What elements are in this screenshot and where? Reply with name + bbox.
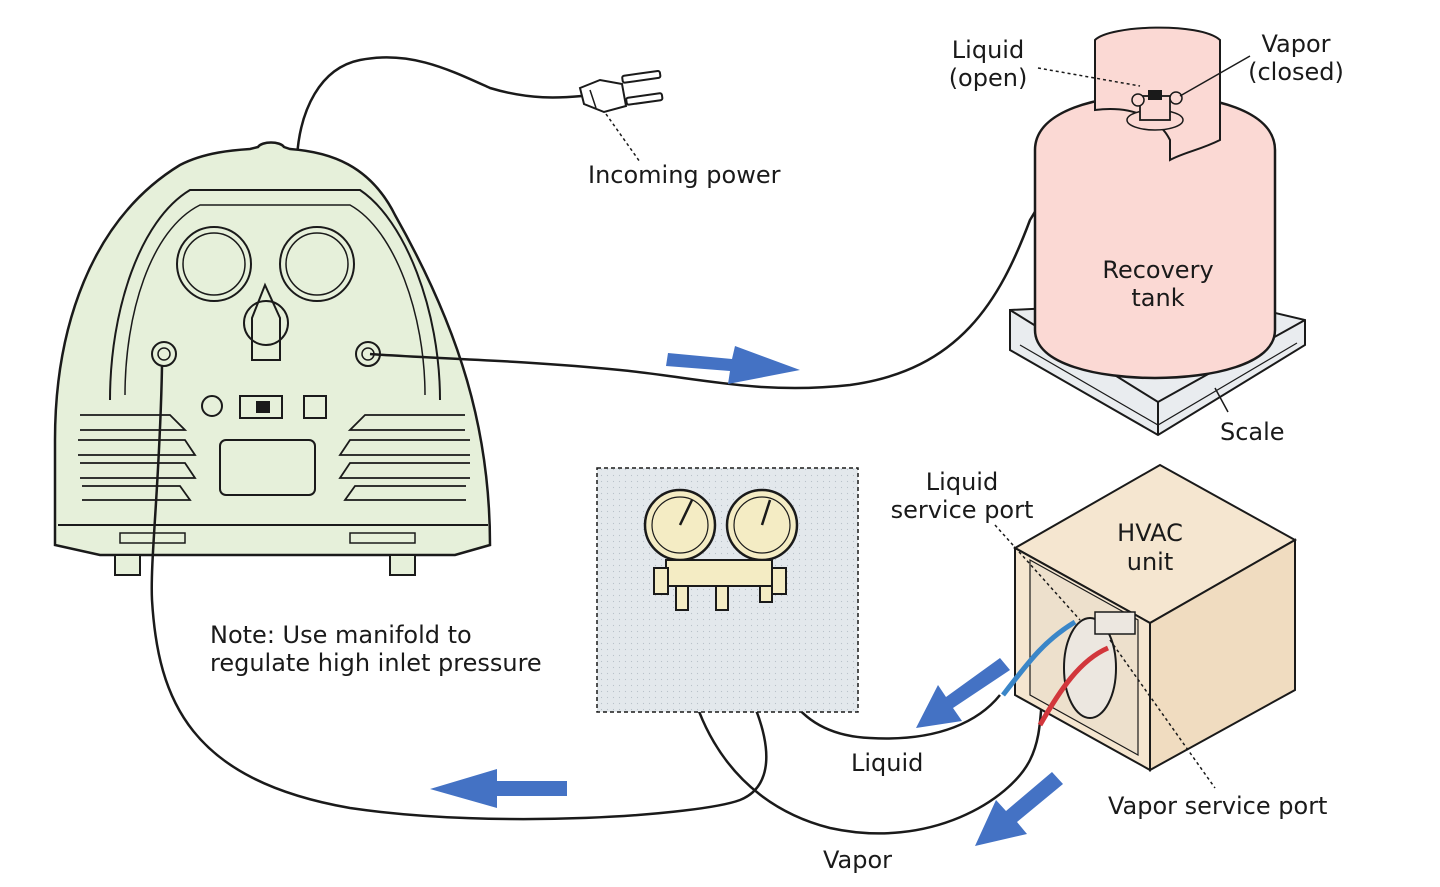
- hvac-label-2: unit: [1127, 548, 1174, 576]
- vapor-valve-label: Vapor: [1261, 30, 1330, 58]
- manifold-gauges: [643, 488, 799, 611]
- plug-icon: [578, 69, 664, 114]
- flow-arrow-inlet-icon: [430, 769, 567, 808]
- vapor-valve-leader: [1179, 55, 1251, 97]
- red-line-hose: [1037, 645, 1110, 727]
- incoming-power-leader: [605, 113, 641, 163]
- liquid-port-label: Liquid: [926, 468, 998, 496]
- scale-leader: [1214, 387, 1229, 413]
- recovery-tank-label: Recovery: [1102, 256, 1213, 284]
- liquid-hose-label: Liquid: [851, 749, 923, 777]
- liquid-valve-leader: [1037, 67, 1141, 87]
- recovery-tank-label-2: tank: [1131, 284, 1184, 312]
- note-line-2: regulate high inlet pressure: [210, 649, 542, 677]
- power-cord: [295, 56, 583, 158]
- vapor-port-label: Vapor service port: [1108, 792, 1327, 820]
- hvac-unit: [1012, 463, 1298, 772]
- note-line-1: Note: Use manifold to: [210, 621, 472, 649]
- flow-arrow-discharge-icon: [666, 346, 800, 384]
- recovery-machine: [53, 141, 492, 576]
- incoming-power-label: Incoming power: [588, 161, 781, 189]
- vapor-valve-state: (closed): [1248, 58, 1344, 86]
- scale-label: Scale: [1220, 418, 1285, 446]
- recovery-tank: [1033, 26, 1277, 380]
- blue-line-hose: [1001, 619, 1077, 697]
- flow-arrow-vapor-icon: [975, 772, 1063, 846]
- liquid-port-label-2: service port: [891, 496, 1034, 524]
- flow-arrow-liquid-icon: [916, 658, 1010, 728]
- inlet-hose: [150, 365, 768, 821]
- hvac-label: HVAC: [1117, 519, 1183, 547]
- vapor-hose: [680, 609, 1044, 835]
- vapor-port-leader: [1109, 639, 1216, 789]
- liquid-valve-label: Liquid: [952, 36, 1024, 64]
- vapor-hose-label: Vapor: [823, 846, 892, 874]
- liquid-valve-state: (open): [949, 64, 1028, 92]
